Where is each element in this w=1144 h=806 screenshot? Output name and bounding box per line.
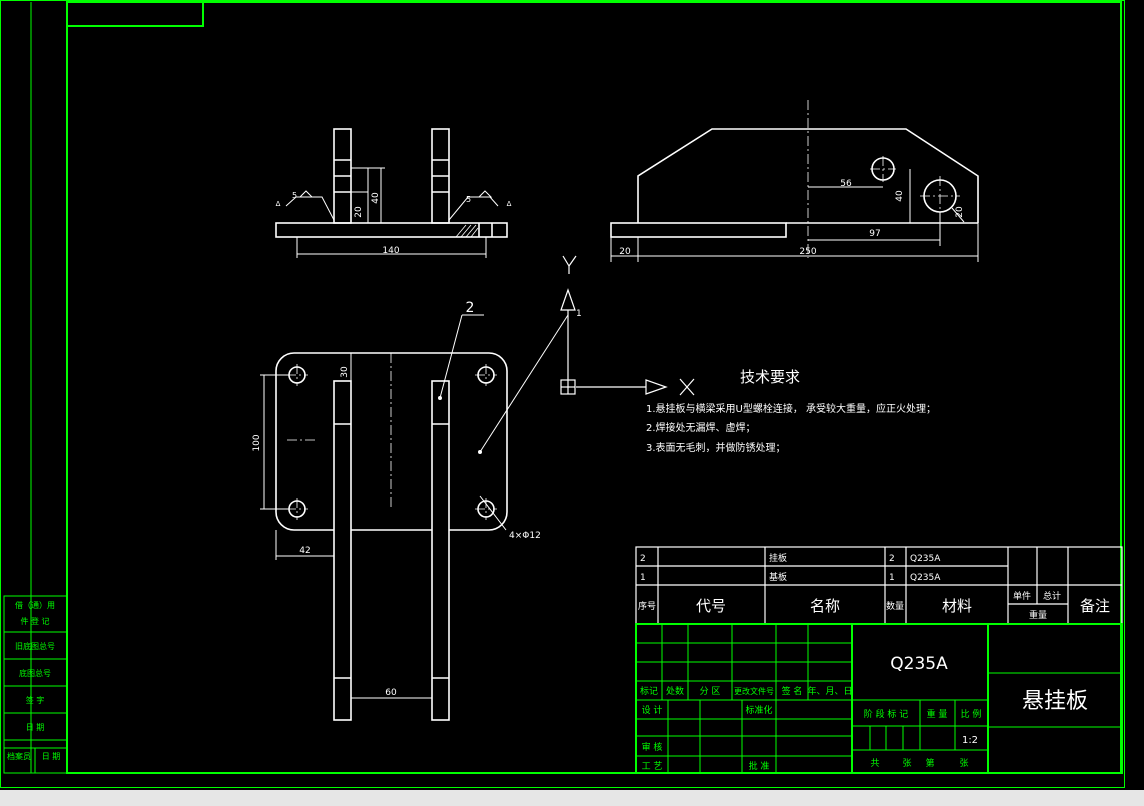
tb-rev-label-5: 签 名 (782, 685, 803, 697)
side-dim-hole-dist: 97 (869, 229, 880, 239)
front-weld-right: 5 (466, 195, 471, 204)
plan-dim-width: 42 (299, 546, 310, 556)
bom-row-2-material: Q235A (910, 554, 941, 564)
side-dim-hole-height: 40 (895, 190, 905, 202)
bom-header-qty: 数量 (886, 600, 904, 612)
plan-dim-holes: 4×Φ12 (509, 531, 541, 541)
tech-item-3: 3.表面无毛刺，并做防锈处理； (646, 441, 786, 454)
side-panel-label-8: 日 期 (42, 752, 61, 761)
side-panel-label-1: 借（通）用 (15, 600, 55, 610)
tech-requirements: 技术要求 1.悬挂板与横梁采用U型螺栓连接， 承受较大重量，应正火处理； 2.焊… (646, 368, 936, 454)
tb-label-scale: 比 例 (961, 708, 982, 720)
side-panel-label-6: 日 期 (26, 723, 45, 732)
side-panel-label-3: 旧底图总号 (15, 641, 55, 651)
tb-label-no: 第 (925, 757, 934, 769)
leader-label-base: 1 (576, 309, 582, 319)
tb-material: Q235A (890, 654, 948, 674)
bom-row-2-qty: 2 (889, 554, 895, 564)
tb-rev-label-3: 分 区 (700, 686, 721, 697)
bom-header-code: 代号 (696, 597, 726, 615)
front-view (275, 128, 508, 238)
tech-item-2: 2.焊接处无漏焊、虚焊； (646, 421, 756, 434)
front-dim-outer: 40 (371, 192, 381, 204)
tb-part-name: 悬挂板 (1022, 689, 1088, 714)
side-panel-label-4: 底图总号 (19, 668, 51, 678)
bom-row-1-qty: 1 (889, 573, 895, 583)
tb-label-weight: 重 量 (927, 708, 948, 720)
bom-header-name: 名称 (810, 597, 840, 615)
tb-label-design: 设 计 (642, 704, 663, 716)
plan-dim-offset: 30 (340, 366, 350, 378)
tb-rev-label-2: 处数 (666, 685, 684, 697)
side-dim-length: 250 (799, 247, 816, 257)
tb-label-process: 工 艺 (642, 761, 663, 772)
tb-label-total: 共 (870, 758, 879, 769)
leader-label-part: 2 (466, 300, 475, 316)
title-block (635, 623, 1123, 774)
side-panel-label-5: 签 字 (26, 695, 45, 705)
plan-view (275, 352, 508, 721)
front-weld-symbol-left: Δ (276, 200, 281, 208)
tb-label-sheet2: 张 (959, 758, 968, 769)
tb-rev-label-6: 年、月、日 (807, 685, 852, 697)
drawing-frame (0, 0, 1125, 788)
front-weld-left: 5 (292, 191, 297, 200)
side-view-dimensions (610, 169, 979, 262)
tb-rev-label-4: 更改文件号 (734, 686, 774, 696)
tb-label-approve: 批 准 (749, 760, 770, 772)
bom-row-2-name: 挂板 (769, 552, 787, 564)
bom-header-unit: 单件 (1013, 590, 1031, 602)
front-dim-inner: 20 (354, 206, 364, 218)
bom-row-1-material: Q235A (910, 573, 941, 583)
side-panel: 借（通）用 件 登 记 旧底图总号 底图总号 签 字 日 期 档案员 日 期 (3, 595, 68, 774)
tb-rev-label-1: 标记 (640, 685, 658, 697)
plan-view-dimensions (260, 314, 569, 699)
front-weld-symbol-right: Δ (507, 200, 512, 208)
tb-label-sheet1: 张 (902, 758, 911, 769)
tech-title: 技术要求 (740, 368, 800, 386)
bom-header-no: 序号 (638, 600, 656, 612)
plan-leader-dots (438, 396, 482, 454)
plan-dim-height: 100 (252, 434, 262, 451)
bom-header-material: 材料 (942, 597, 972, 615)
front-view-hatch (455, 224, 479, 238)
plan-dim-gap: 60 (385, 688, 397, 698)
front-view-dimensions (285, 167, 499, 258)
side-panel-label-7: 档案员 (7, 751, 31, 761)
side-dim-hole-dia: 20 (955, 206, 965, 218)
bom-header-weight: 重量 (1029, 609, 1047, 621)
bom-row-1-name: 基板 (769, 571, 787, 583)
tech-item-1: 1.悬挂板与横梁采用U型螺栓连接， 承受较大重量，应正火处理； (646, 402, 936, 415)
status-strip (0, 790, 1144, 806)
bom-row-2-no: 2 (640, 554, 646, 564)
tb-label-stage: 阶 段 标 记 (864, 708, 909, 720)
side-dim-offset: 20 (619, 247, 631, 257)
front-dim-width: 140 (382, 246, 399, 256)
side-view-centerlines (807, 100, 960, 258)
side-dim-hole-pos: 56 (840, 179, 852, 189)
tb-label-standard: 标准化 (745, 704, 772, 716)
side-panel-label-2: 件 登 记 (20, 616, 49, 626)
bom-header-remark: 备注 (1080, 597, 1110, 615)
tb-scale-value: 1:2 (962, 735, 978, 746)
plan-view-centerlines (286, 353, 497, 520)
bom-table (635, 546, 1123, 625)
bom-header-total: 总计 (1043, 590, 1061, 602)
tb-label-review: 审 核 (642, 741, 663, 753)
ucs-icon (560, 255, 695, 396)
bom-row-1-no: 1 (640, 573, 646, 583)
